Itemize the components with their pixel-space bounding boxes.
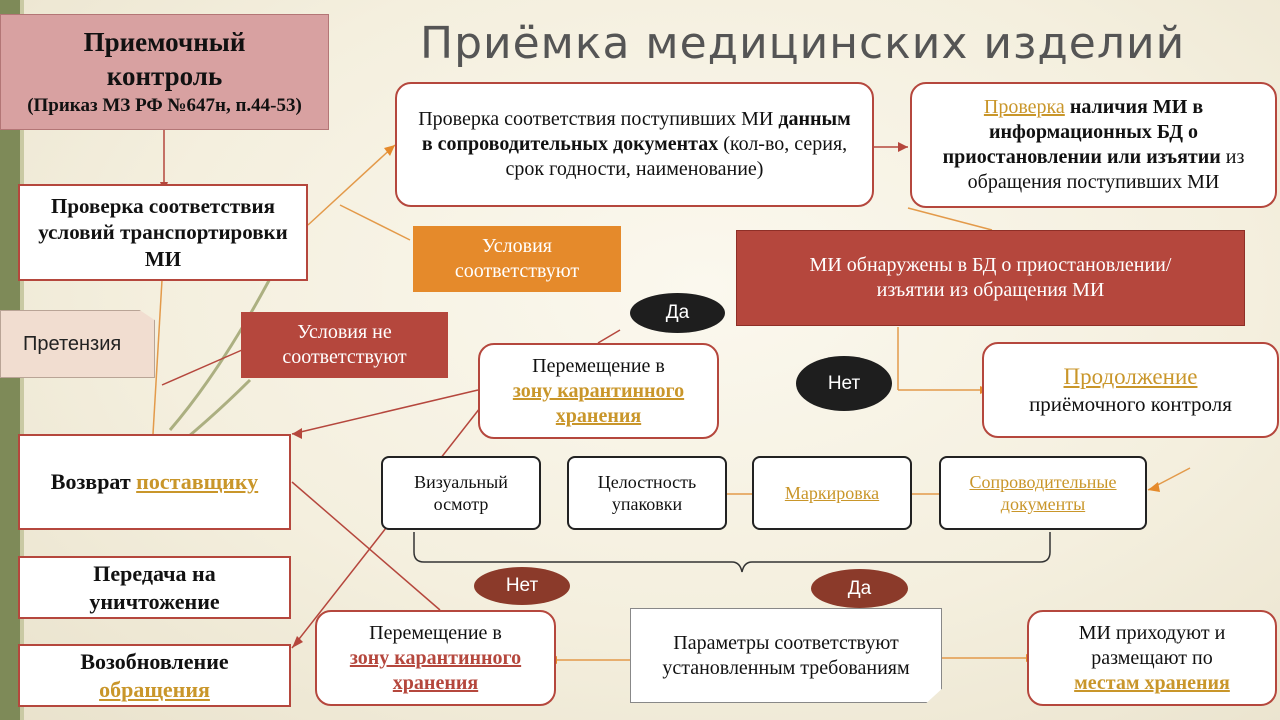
- transport-check-box: Проверка соответствия условий транспорти…: [18, 184, 308, 281]
- check-package: Целостность упаковки: [567, 456, 727, 530]
- check-documents-label[interactable]: Сопроводительные документы: [969, 471, 1117, 515]
- quarantine-bottom-link[interactable]: зону карантинного хранения: [349, 646, 522, 694]
- conditions-ok-line2: соответствуют: [454, 260, 580, 282]
- conditions-bad-box: Условия не соответствуют: [241, 312, 448, 378]
- page-title: Приёмка медицинских изделий: [420, 18, 1186, 69]
- params-box: Параметры соответствуют установленным тр…: [630, 608, 942, 703]
- check-visual-label: Визуальный осмотр: [414, 471, 508, 515]
- db-check-text1: наличия МИ в: [1069, 96, 1204, 118]
- renew-link[interactable]: обращения: [99, 676, 210, 702]
- renew-box: Возобновление обращения: [18, 644, 291, 707]
- db-check-box: Проверка наличия МИ в информационных БД …: [910, 82, 1277, 208]
- conditions-ok-box: Условия соответствуют: [413, 226, 621, 292]
- pretension-label: Претензия: [23, 332, 122, 355]
- continue-text: приёмочного контроля: [1029, 392, 1232, 417]
- db-check-text2: из обращения поступивших МИ: [967, 146, 1245, 193]
- quarantine-bottom-box: Перемещение в зону карантинного хранения: [315, 610, 556, 706]
- docs-check-bold: данным в сопроводительных документах: [421, 108, 851, 155]
- header-line2: контроль: [106, 61, 223, 92]
- no-pill-top: Нет: [796, 356, 892, 411]
- yes-pill-bottom: Да: [811, 569, 908, 608]
- docs-check-box: Проверка соответствия поступивших МИ дан…: [395, 82, 874, 207]
- params-text: Параметры соответствуют установленным тр…: [662, 631, 910, 679]
- found-in-db-line2: изъятии из обращения МИ: [876, 279, 1105, 301]
- storage-box: МИ приходуют и размещают по местам хране…: [1027, 610, 1277, 706]
- continue-link[interactable]: Продолжение: [1063, 363, 1198, 389]
- header-line1: Приемочный: [83, 27, 246, 58]
- storage-link[interactable]: местам хранения: [1074, 671, 1230, 694]
- pretension-tag: Претензия: [0, 310, 155, 378]
- check-package-label: Целостность упаковки: [597, 471, 697, 515]
- renew-text: Возобновление: [80, 649, 229, 674]
- conditions-bad-line1: Условия не: [297, 321, 392, 343]
- transport-check-text: Проверка соответствия условий транспорти…: [38, 194, 288, 271]
- return-box: Возврат поставщику: [18, 434, 291, 530]
- header-line3: (Приказ МЗ РФ №647н, п.44-53): [27, 94, 302, 116]
- destroy-box: Передача на уничтожение: [18, 556, 291, 619]
- no-pill-top-label: Нет: [827, 372, 861, 394]
- conditions-bad-line2: соответствуют: [282, 346, 407, 368]
- yes-pill-top-label: Да: [665, 302, 690, 323]
- docs-check-part1: Проверка соответствия поступивших МИ: [418, 108, 774, 130]
- no-pill-bottom: Нет: [474, 567, 570, 605]
- found-in-db-box: МИ обнаружены в БД о приостановлении/ из…: [736, 230, 1245, 326]
- no-pill-bottom-label: Нет: [505, 575, 539, 596]
- found-in-db-line1: МИ обнаружены в БД о приостановлении/: [809, 254, 1172, 276]
- acceptance-control-box: Приемочный контроль (Приказ МЗ РФ №647н,…: [0, 14, 329, 130]
- continue-box: Продолжение приёмочного контроля: [982, 342, 1279, 438]
- quarantine-top-link[interactable]: зону карантинного хранения: [512, 379, 685, 427]
- yes-pill-bottom-label: Да: [847, 577, 872, 599]
- quarantine-bottom-line1: Перемещение в: [369, 621, 502, 644]
- return-link[interactable]: поставщику: [136, 469, 259, 495]
- db-check-link[interactable]: Проверка: [983, 96, 1065, 118]
- destroy-text: Передача на уничтожение: [89, 561, 220, 614]
- db-check-bold: информационных БД о приостановлении или …: [942, 121, 1221, 168]
- return-text: Возврат: [50, 469, 131, 495]
- conditions-ok-line1: Условия: [482, 235, 552, 257]
- quarantine-top-box: Перемещение в зону карантинного хранения: [478, 343, 719, 439]
- yes-pill-top: Да: [630, 293, 725, 333]
- storage-line1: МИ приходуют и размещают по: [1078, 621, 1226, 669]
- check-visual: Визуальный осмотр: [381, 456, 541, 530]
- quarantine-top-line1: Перемещение в: [532, 354, 665, 377]
- docs-check-part3: (кол-во, серия, срок годности, наименова…: [505, 133, 848, 180]
- check-documents: Сопроводительные документы: [939, 456, 1147, 530]
- check-marking-label[interactable]: Маркировка: [784, 482, 880, 503]
- check-marking: Маркировка: [752, 456, 912, 530]
